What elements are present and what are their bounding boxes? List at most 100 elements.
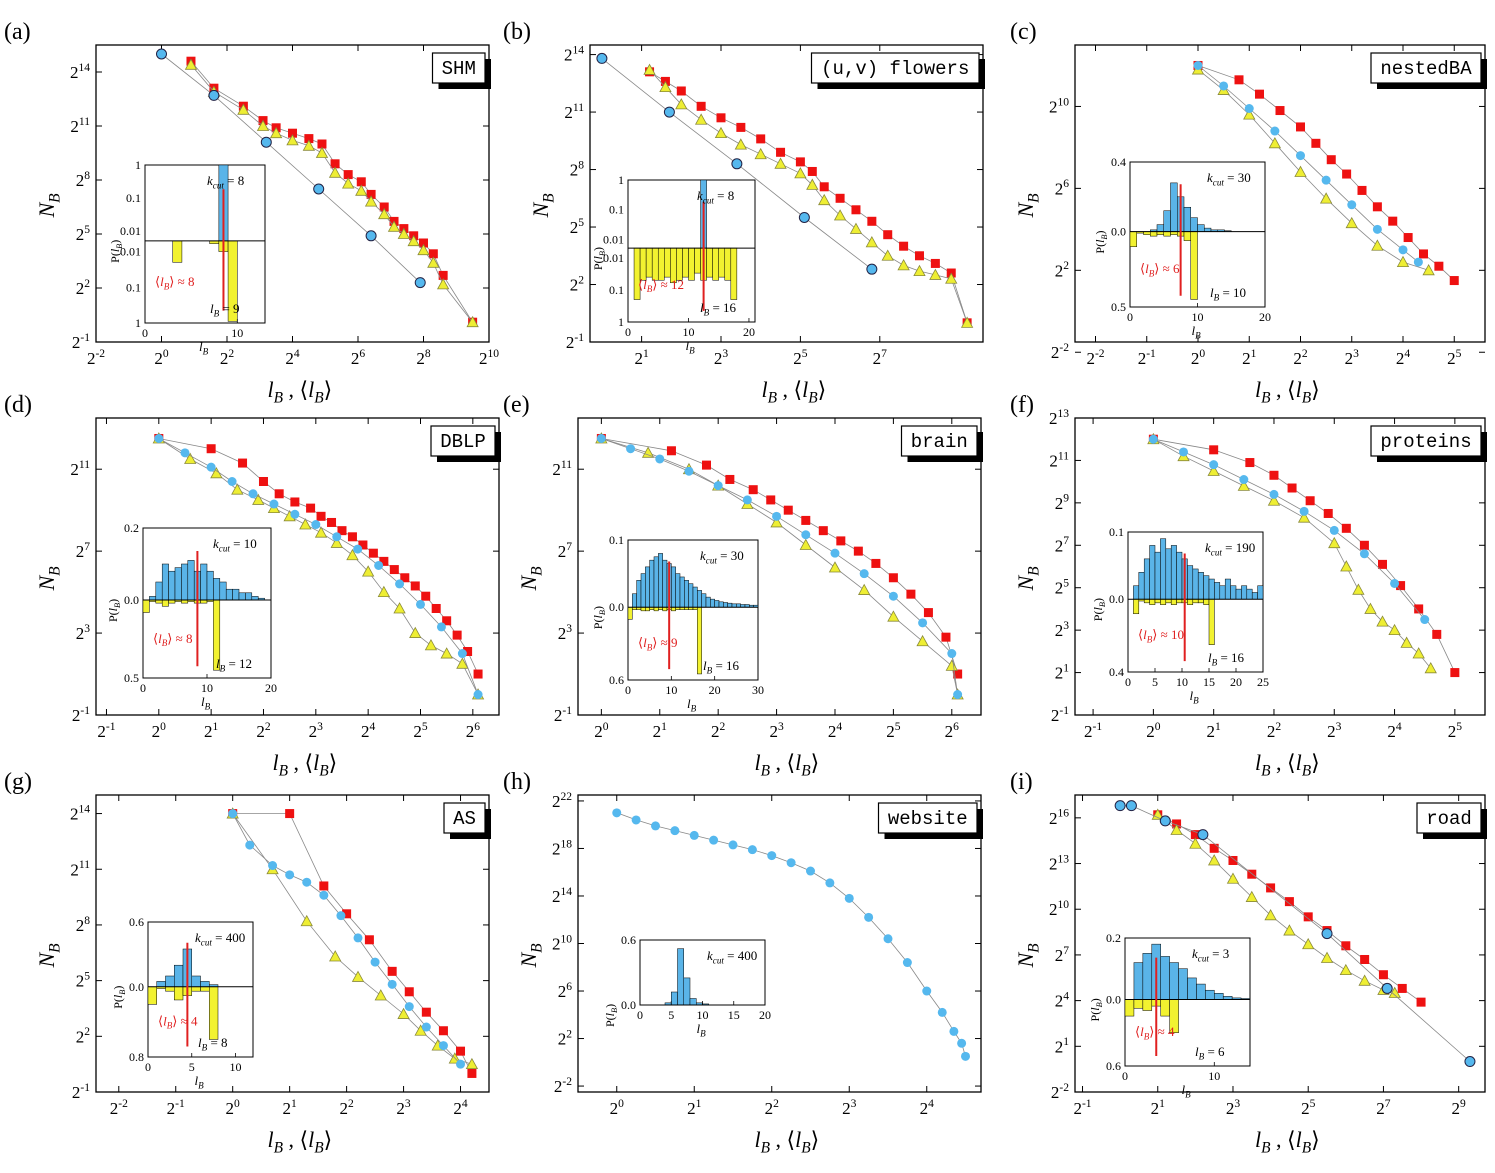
data-point-blue (947, 649, 957, 659)
hist-bar-top (1196, 983, 1206, 1000)
series-blue (612, 808, 970, 1061)
data-point-blue (918, 618, 928, 628)
data-point-yellow (675, 98, 688, 110)
inset-y-tick-label: 0.1 (609, 533, 624, 547)
data-point-yellow (833, 209, 847, 221)
inset-x-label: lB​ (1192, 323, 1202, 340)
x-tick-label: 2-1 (1073, 1097, 1091, 1118)
data-point-blue (1398, 245, 1408, 255)
data-point-yellow (913, 264, 926, 277)
data-point-blue (156, 48, 167, 60)
inset-y-tick-label: 0.1 (126, 280, 141, 294)
data-point-red (1190, 830, 1200, 840)
data-point-yellow (1207, 464, 1220, 476)
inset-x-tick-label: 20 (1230, 675, 1242, 689)
hist-bar-top (640, 573, 646, 608)
hist-bar-top (675, 573, 681, 608)
data-point-blue (1390, 578, 1400, 588)
inset-y-tick-label: 0.0 (621, 998, 636, 1012)
data-point-yellow (1294, 165, 1307, 177)
hist-bar-bottom (724, 247, 732, 281)
y-tick-label: 2-2 (554, 1075, 572, 1096)
dataset-label: SHM (442, 58, 476, 80)
hist-bar-bottom (1129, 231, 1137, 247)
kcut-label: kcut​ = 190 (1205, 540, 1255, 557)
dataset-label: brain (911, 431, 968, 453)
panel-label: (e) (503, 392, 530, 418)
hist-bar-top (232, 588, 240, 601)
data-point-red (1378, 559, 1387, 569)
x-tick-label: 22 (256, 720, 271, 741)
data-point-yellow (299, 518, 312, 530)
y-tick-label: 210 (552, 932, 572, 953)
data-point-red (343, 170, 353, 180)
x-tick-label: 20 (594, 720, 609, 741)
data-point-yellow (1267, 494, 1281, 506)
data-point-red (1296, 122, 1305, 132)
data-point-blue (1159, 815, 1171, 827)
inset-x-tick-label: 0 (1122, 1069, 1128, 1083)
panel-label: (f) (1010, 392, 1034, 418)
data-point-red (906, 589, 916, 599)
y-tick-label: 28 (76, 169, 91, 190)
panel-f: (f)2-12021222324252-12123252729211213lB​… (1010, 392, 1487, 780)
data-point-blue (1239, 475, 1249, 485)
inset-x-tick-label: 0 (140, 681, 146, 695)
data-point-red (410, 581, 420, 591)
hist-bar-bottom (718, 247, 726, 278)
data-point-blue (866, 263, 878, 275)
hist-bar-bottom (1154, 598, 1161, 604)
inset-y-tick-label: 0.6 (621, 933, 636, 947)
hist-bar-top (1235, 588, 1242, 600)
hist-bar-top (645, 566, 650, 608)
data-point-blue (806, 866, 815, 876)
data-point-blue (1296, 151, 1305, 161)
inset-y-label: P(lB​) (591, 247, 607, 270)
data-point-yellow (1376, 615, 1389, 627)
y-tick-label: 21 (1055, 661, 1070, 682)
hist-bar-top (1142, 953, 1153, 1000)
hist-bar-top (683, 977, 691, 1006)
panel-label: (g) (4, 769, 32, 795)
x-tick-label: 2-1 (1138, 347, 1156, 368)
hist-bar-top (1169, 962, 1179, 1000)
x-tick-label: 24 (1387, 720, 1402, 741)
dataset-label-box (1370, 425, 1482, 457)
hist-bar-top (1205, 989, 1215, 1000)
data-point-blue (1359, 549, 1369, 559)
inset-y-tick-label: 0.5 (1111, 300, 1126, 314)
x-tick-label: 22 (339, 1097, 354, 1118)
mean-label: ⟨lB​⟩ ≈ 6 (1140, 261, 1180, 278)
data-point-red (1341, 941, 1351, 951)
hist-bar-top (1178, 968, 1188, 1000)
hist-bar-top (1197, 572, 1204, 600)
data-point-blue (473, 690, 483, 700)
data-point-red (206, 444, 216, 454)
y-tick-label: 27 (1055, 534, 1070, 555)
x-tick-label: 24 (920, 1097, 935, 1118)
inset-x-label: lB​ (1182, 1082, 1192, 1099)
inset-y-tick-label: 1 (618, 315, 624, 329)
data-point-blue (353, 933, 363, 943)
data-point-red (1323, 508, 1333, 518)
data-point-blue (957, 1038, 967, 1048)
data-point-red (1372, 202, 1382, 212)
inset-x-tick-label: 0 (625, 683, 631, 697)
data-point-blue (626, 444, 636, 454)
y-axis-label: NB​ (1013, 566, 1043, 592)
data-point-blue (336, 911, 346, 921)
hist-bar-bottom (1160, 999, 1170, 1017)
data-point-red (853, 546, 863, 556)
data-point-yellow (1371, 239, 1384, 251)
hist-bar-top (1170, 182, 1178, 232)
hist-bar-top (736, 603, 741, 608)
data-point-red (285, 809, 295, 819)
x-axis-label: lB​ , ⟨lB​⟩ (1255, 750, 1320, 780)
y-tick-label: 25 (1055, 577, 1070, 598)
inset-y-tick-label: 0.1 (1109, 525, 1124, 539)
inset-y-tick-label: 0.0 (1106, 992, 1121, 1006)
data-point-blue (1321, 928, 1333, 940)
inset-x-tick-label: 0 (142, 326, 148, 340)
